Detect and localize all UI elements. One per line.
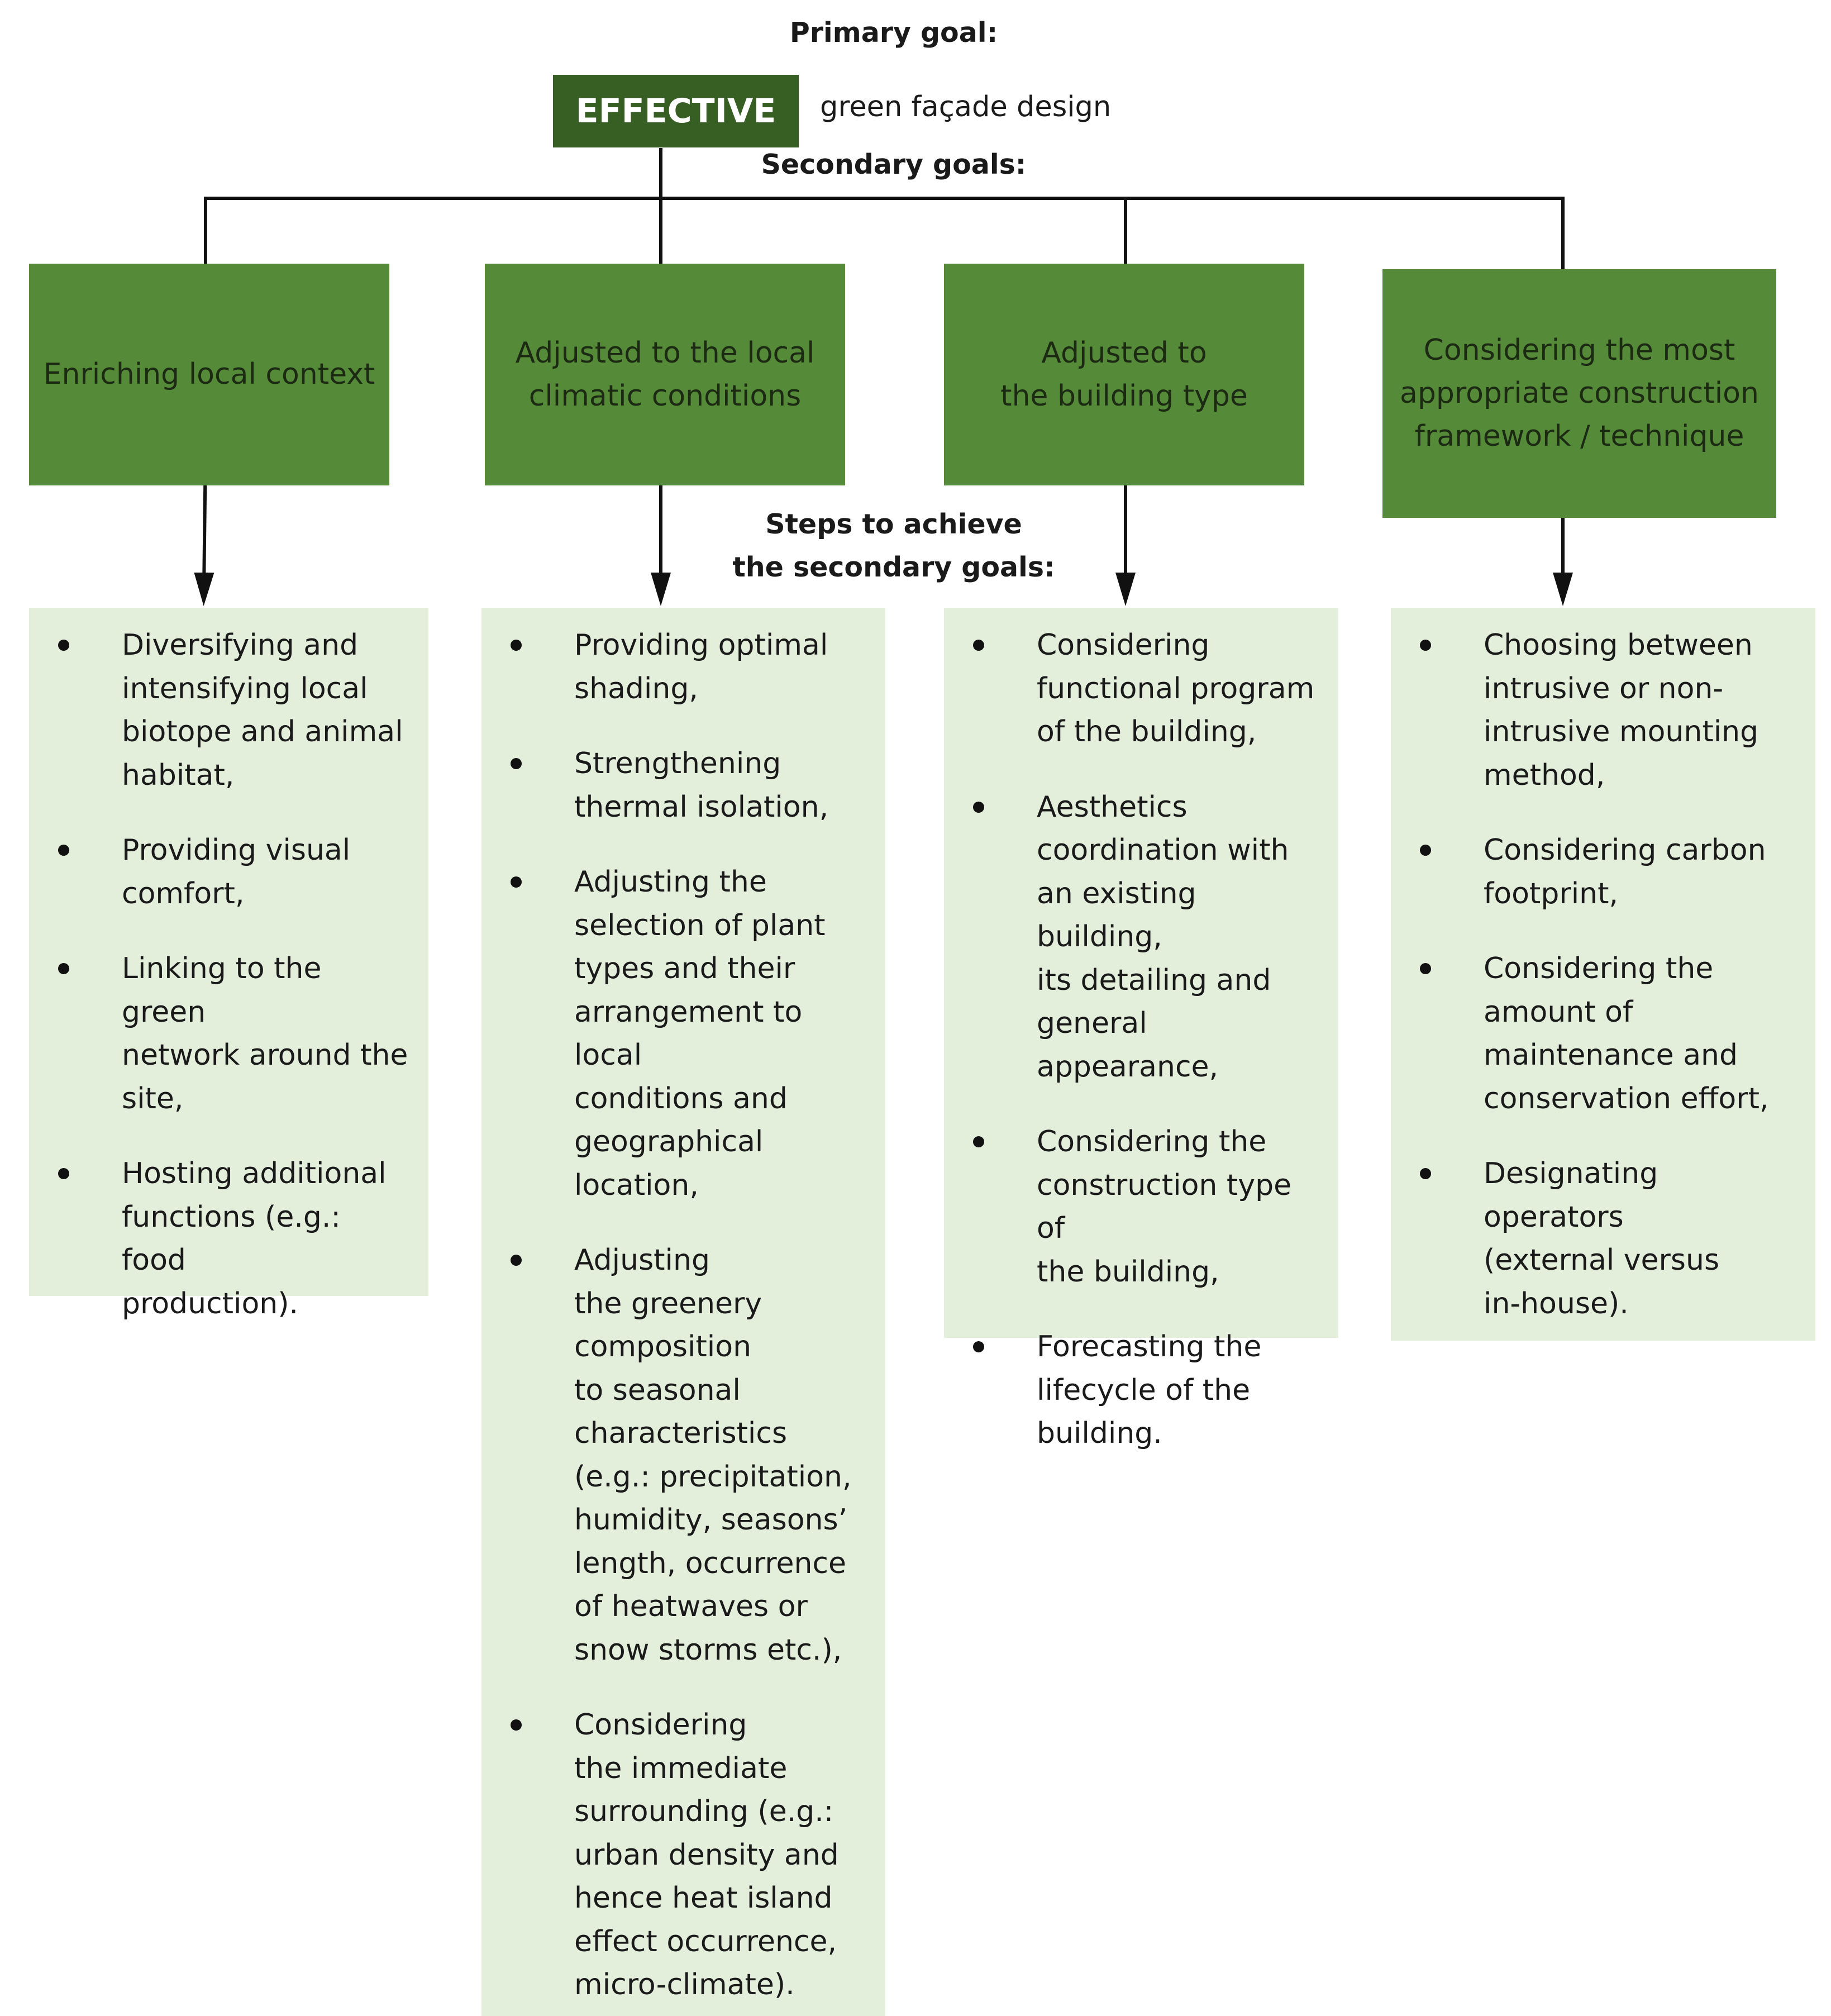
step-text: Diversifying and intensifying local biot… [122, 628, 403, 792]
bullet-icon [511, 640, 522, 651]
step-text: Linking to the green network around the … [122, 952, 408, 1116]
steps-heading: Steps to achieve the secondary goals: [732, 508, 1055, 583]
bullet-icon [973, 1341, 984, 1352]
goal-box-local-context: Enriching local context [29, 264, 389, 485]
bullet-icon [973, 1136, 984, 1147]
goal-box-construction-technique: Considering the most appropriate constru… [1382, 269, 1776, 518]
step-item: Forecasting the lifecycle of the buildin… [944, 1326, 1338, 1456]
step-text: Considering the construction type of the… [1037, 1125, 1292, 1289]
goal-box-building-type: Adjusted to the building type [944, 264, 1304, 485]
bullet-icon [58, 1168, 69, 1179]
bullet-icon [1420, 845, 1431, 856]
step-text: Considering the immediate surrounding (e… [574, 1708, 839, 2001]
step-item: Considering carbon footprint, [1391, 829, 1815, 916]
step-item: Providing optimal shading, [481, 624, 885, 711]
primary-goal-label: EFFECTIVE [575, 92, 776, 131]
step-item: Hosting additional functions (e.g.: food… [29, 1152, 428, 1326]
bullet-icon [1420, 640, 1431, 651]
step-text: Forecasting the lifecycle of the buildin… [1037, 1330, 1262, 1450]
goal-label: Enriching local context [43, 358, 375, 391]
goal-label: Adjusted to the building type [1000, 336, 1248, 413]
primary-goal-heading: Primary goal: [789, 17, 998, 49]
bullet-icon [973, 801, 984, 813]
steps-list: Providing optimal shading, Strengthening… [481, 624, 885, 2007]
step-text: Aesthetics coordination with an existing… [1037, 790, 1289, 1084]
step-text: Considering the amount of maintenance an… [1484, 952, 1769, 1116]
step-text: Hosting additional functions (e.g.: food… [122, 1157, 387, 1321]
step-item: Linking to the green network around the … [29, 947, 428, 1121]
step-text: Providing optimal shading, [574, 628, 828, 706]
steps-box-local-context: Diversifying and intensifying local biot… [29, 608, 428, 1321]
primary-goal-box: EFFECTIVE [553, 75, 799, 147]
step-item: Considering the immediate surrounding (e… [481, 1704, 885, 2007]
bullet-icon [511, 1255, 522, 1266]
step-item: Strengthening thermal isolation, [481, 742, 885, 829]
goal-label: Considering the most appropriate constru… [1400, 333, 1759, 453]
steps-box-construction-technique: Choosing between intrusive or non- intru… [1391, 608, 1815, 1341]
bullet-icon [511, 1719, 522, 1731]
steps-list: Diversifying and intensifying local biot… [29, 624, 428, 1326]
step-text: Considering carbon footprint, [1484, 833, 1766, 911]
steps-list: Choosing between intrusive or non- intru… [1391, 624, 1815, 1326]
step-item: Choosing between intrusive or non- intru… [1391, 624, 1815, 797]
bullet-icon [973, 640, 984, 651]
step-text: Choosing between intrusive or non- intru… [1484, 628, 1759, 792]
step-text: Providing visual comfort, [122, 833, 351, 911]
step-text: Strengthening thermal isolation, [574, 747, 829, 824]
steps-list: Considering functional program of the bu… [944, 624, 1338, 1456]
step-item: Providing visual comfort, [29, 829, 428, 916]
bullet-icon [1420, 1168, 1431, 1179]
step-item: Adjusting the greenery composition to se… [481, 1239, 885, 1672]
step-item: Adjusting the selection of plant types a… [481, 861, 885, 1207]
bullet-icon [58, 963, 69, 974]
step-item: Considering the amount of maintenance an… [1391, 947, 1815, 1121]
step-item: Considering the construction type of the… [944, 1121, 1338, 1294]
step-item: Diversifying and intensifying local biot… [29, 624, 428, 797]
bullet-icon [511, 876, 522, 888]
step-item: Considering functional program of the bu… [944, 624, 1338, 754]
step-item: Designating operators (external versus i… [1391, 1152, 1815, 1326]
bullet-icon [58, 640, 69, 651]
steps-box-climatic-conditions: Providing optimal shading, Strengthening… [481, 608, 885, 2016]
secondary-goals-heading: Secondary goals: [761, 149, 1027, 180]
step-item: Aesthetics coordination with an existing… [944, 786, 1338, 1089]
step-text: Adjusting the selection of plant types a… [574, 865, 826, 1202]
goal-label: Adjusted to the local climatic condition… [515, 336, 815, 413]
primary-goal-text: green façade design [820, 90, 1112, 123]
bullet-icon [1420, 963, 1431, 974]
bullet-icon [511, 758, 522, 769]
steps-box-building-type: Considering functional program of the bu… [944, 608, 1338, 1450]
goal-box-climatic-conditions: Adjusted to the local climatic condition… [485, 264, 845, 485]
step-text: Adjusting the greenery composition to se… [574, 1243, 852, 1667]
step-text: Designating operators (external versus i… [1484, 1157, 1720, 1321]
step-text: Considering functional program of the bu… [1037, 628, 1315, 749]
bullet-icon [58, 845, 69, 856]
